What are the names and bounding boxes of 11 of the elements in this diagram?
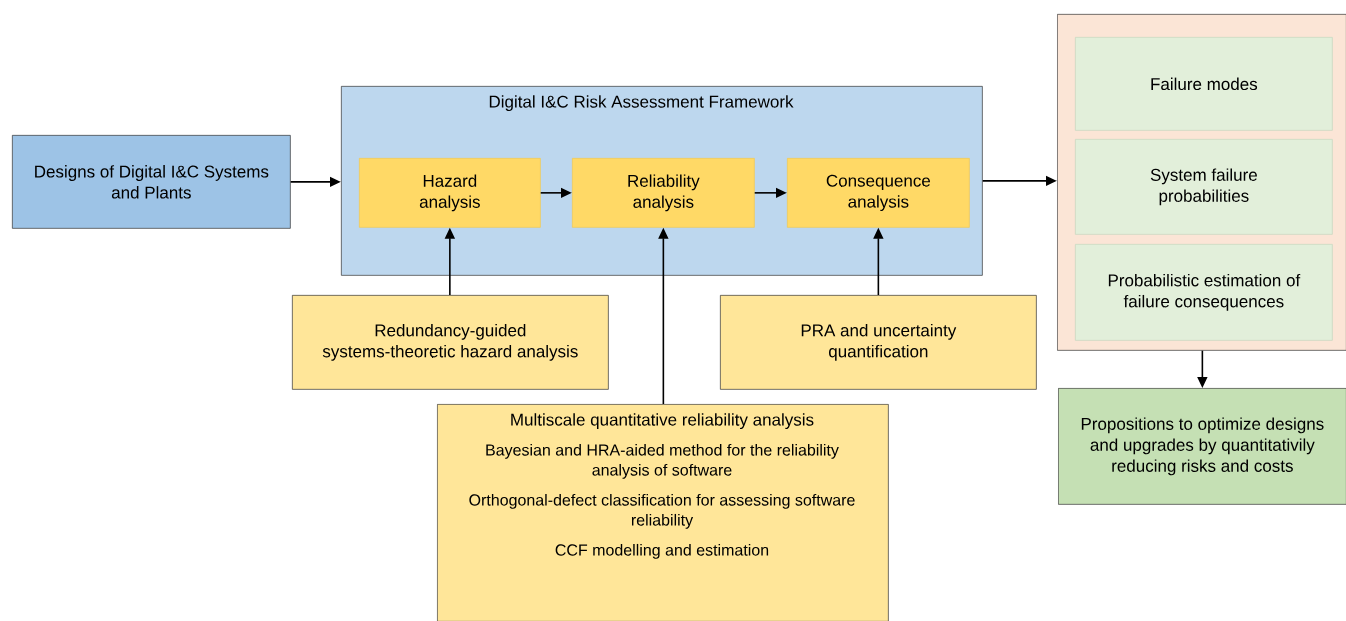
result-box: Probabilistic estimation of failure consequences — [1075, 244, 1333, 341]
method-box: Redundancy-guided systems-theoretic hazard analysis — [292, 295, 609, 390]
result-box: System failure probabilities — [1075, 139, 1333, 235]
proposition-box: Propositions to optimize designs and upgrades by quantitativily reducing risks and costs — [1058, 388, 1346, 505]
input-box: Designs of Digital I&C Systems and Plants — [12, 135, 291, 229]
process-box: Reliability analysis — [572, 158, 755, 228]
result-box: Failure modes — [1075, 37, 1333, 131]
process-box: Consequence analysis — [787, 158, 970, 228]
process-box: Hazard analysis — [359, 158, 541, 228]
method-box: Multiscale quantitative reliability analysis Bayesian and HRA-aided method for the reliability analysis of software Orthogonal-defect classification for assessing software reliability CCF modelling and estimation — [437, 404, 889, 621]
method-box: PRA and uncertainty quantification — [720, 295, 1037, 390]
